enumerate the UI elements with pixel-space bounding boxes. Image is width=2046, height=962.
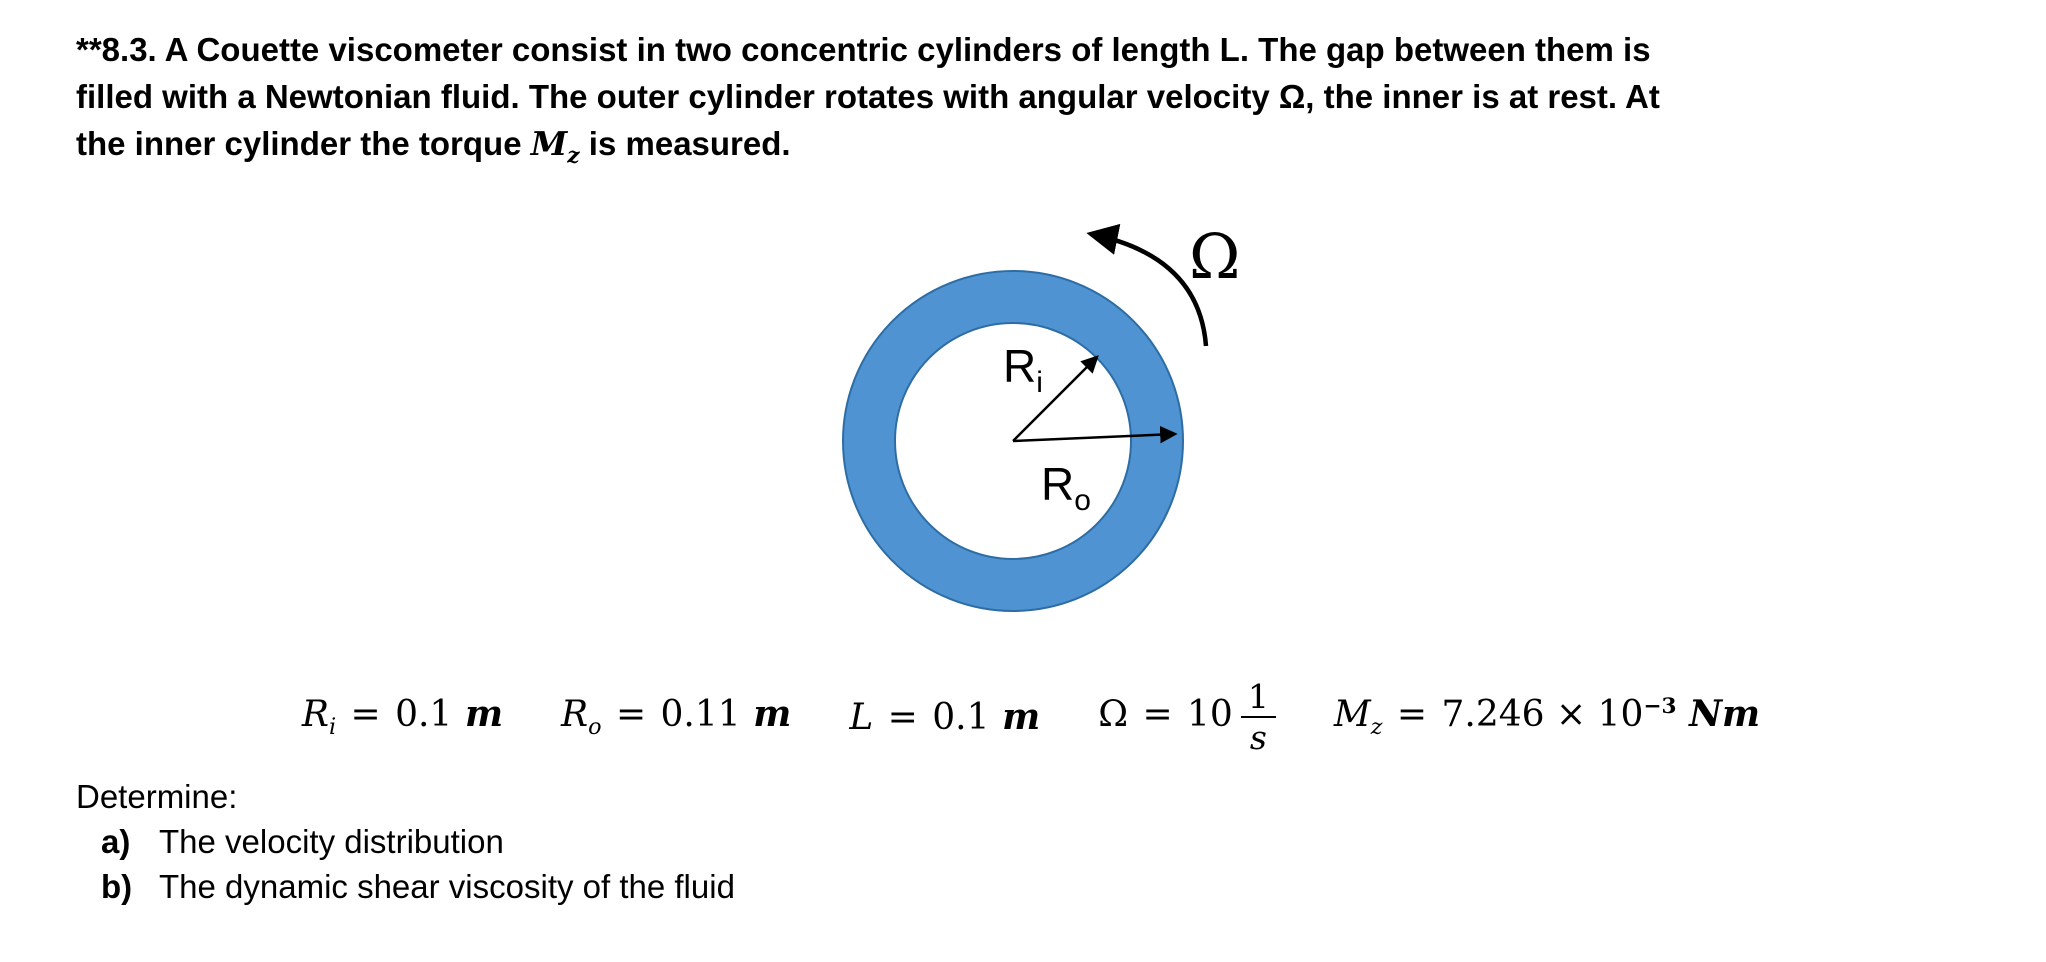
var-ri-sub: i [328, 714, 337, 741]
value-omega: 10 [1187, 693, 1233, 735]
fraction-denominator: s [1249, 717, 1267, 757]
unit-l: m [1002, 695, 1041, 738]
equals-sign: = [1142, 693, 1173, 735]
statement-text-3a: the inner cylinder the torque [76, 125, 531, 162]
value-mz-exponent: −3 [1643, 694, 1677, 719]
unit-mz: Nm [1689, 693, 1761, 735]
inner-radius-label: Ri [1003, 340, 1043, 399]
given-torque: Mz = 7.246 × 10−3 Nm [1334, 693, 1760, 740]
value-l: 0.1 [932, 696, 990, 738]
equals-sign: = [1396, 694, 1428, 735]
var-mz-sub: z [1370, 714, 1383, 741]
value-ri: 0.1 [395, 694, 453, 735]
item-a-label: a) [101, 822, 131, 860]
equals-sign: = [887, 696, 918, 738]
outer-radius-arrow [1012, 425, 1178, 443]
torque-symbol-base: M [530, 124, 568, 163]
given-length: L = 0.1 m [849, 696, 1040, 738]
unit-ro: m [753, 693, 792, 735]
fraction-numerator: 1 [1240, 677, 1276, 718]
var-ro-sub: o [588, 714, 602, 741]
couette-diagram-svg: Ri Ro Ω [842, 220, 1240, 612]
statement-line-2: filled with a Newtonian fluid. The outer… [76, 78, 1660, 115]
torque-symbol: Mz [530, 124, 580, 169]
statement-line-3: the inner cylinder the torque Mz is meas… [76, 120, 1986, 180]
given-outer-radius: Ro = 0.11 m [561, 693, 791, 740]
torque-symbol-subscript: z [567, 143, 580, 169]
item-b-label: b) [101, 867, 133, 905]
problem-number: **8.3. [76, 31, 157, 68]
var-omega: Ω [1098, 693, 1129, 735]
var-mz: M [1333, 694, 1371, 735]
inner-radius-arrow [1012, 354, 1099, 442]
given-inner-radius: Ri = 0.1 m [302, 693, 503, 740]
problem-statement: **8.3. A Couette viscometer consist in t… [76, 26, 1986, 180]
value-ro: 0.11 [660, 694, 741, 735]
statement-text-3b: is measured. [579, 125, 791, 162]
determine-item-a: a) The velocity distribution [76, 819, 1986, 864]
statement-line-1: **8.3. A Couette viscometer consist in t… [76, 26, 1986, 73]
determine-section: Determine: a) The velocity distribution b… [76, 774, 1986, 909]
equals-sign: = [615, 694, 647, 735]
document-page: **8.3. A Couette viscometer consist in t… [76, 26, 1986, 909]
couette-diagram: Ri Ro Ω [76, 186, 1986, 664]
var-ri: R [301, 694, 329, 735]
equals-sign: = [350, 694, 381, 735]
determine-item-b: b) The dynamic shear viscosity of the flu… [76, 864, 1986, 909]
value-mz: 7.246 × 10 [1441, 694, 1644, 735]
var-ro: R [561, 694, 589, 735]
outer-radius-label: Ro [1041, 458, 1091, 517]
statement-text-1: A Couette viscometer consist in two conc… [156, 31, 1651, 68]
item-b-text: The dynamic shear viscosity of the fluid [159, 867, 735, 905]
unit-ri: m [464, 693, 504, 735]
determine-heading: Determine: [76, 777, 238, 815]
var-l: L [849, 696, 874, 738]
angular-velocity-label: Ω [1189, 220, 1240, 293]
item-a-text: The velocity distribution [159, 822, 504, 860]
rotation-arrow [1086, 223, 1209, 346]
